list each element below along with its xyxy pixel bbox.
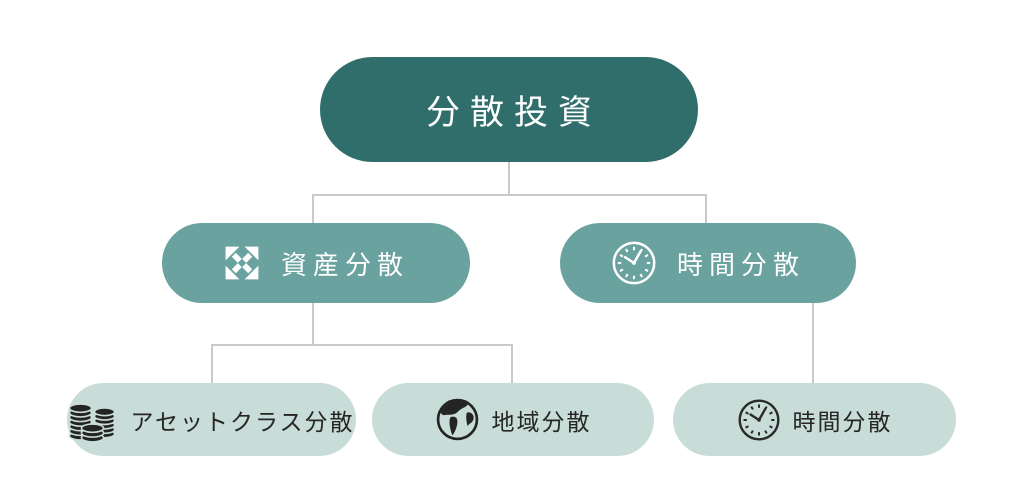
expand-arrows-icon [223,244,261,282]
node-label: 時間分散 [676,249,805,280]
coin-stacks-icon [68,396,118,443]
connector-root-vertical [508,160,510,196]
node-time-diversification: 時間分散 [560,223,856,303]
node-label: 資産分散 [280,249,409,280]
connector-asset-vertical [312,300,314,346]
node-diversified-investment: 分散投資 [320,57,698,162]
node-label: 分散投資 [426,94,602,132]
node-asset-class-diversification: アセットクラス分散 [67,383,356,456]
node-region-diversification: 地域分散 [372,383,654,456]
clock-icon [611,240,657,286]
connector-drop-asset [312,194,314,226]
node-label: アセットクラス分散 [130,408,355,435]
connector-drop-time [705,194,707,226]
node-asset-diversification: 資産分散 [162,223,470,303]
connector-time-vertical [812,298,814,386]
clock-icon [737,398,781,442]
connector-root-horizontal [312,194,707,196]
connector-asset-horizontal [211,344,513,346]
connector-drop-region [511,344,513,386]
globe-icon [435,397,480,442]
connector-drop-assetclass [211,344,213,386]
node-label: 地域分散 [491,408,592,435]
node-time-diversification-bottom: 時間分散 [673,383,956,456]
node-label: 時間分散 [792,408,893,435]
